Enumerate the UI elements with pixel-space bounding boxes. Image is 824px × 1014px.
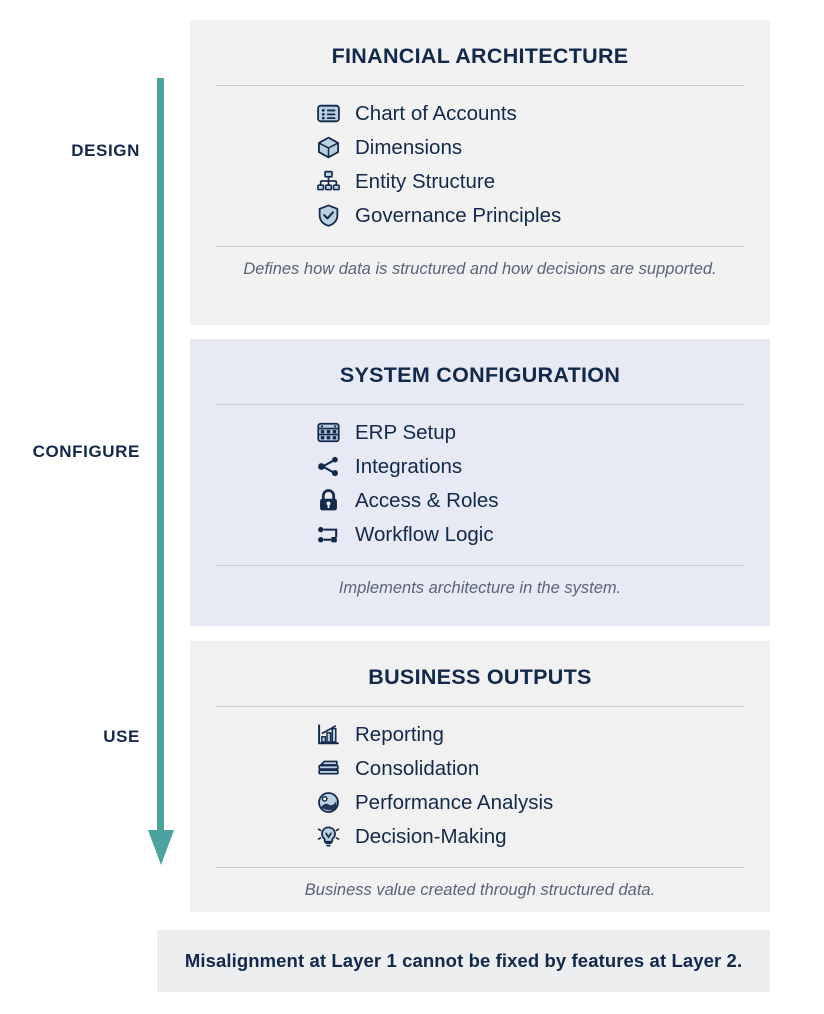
list-item-label: Access & Roles <box>355 488 499 512</box>
list-item[interactable]: Dimensions <box>315 134 645 161</box>
divider <box>216 565 744 566</box>
hierarchy-icon <box>315 168 342 195</box>
list-icon <box>315 100 342 127</box>
lock-icon <box>315 487 342 514</box>
list-item[interactable]: Workflow Logic <box>315 521 645 548</box>
divider <box>216 85 744 86</box>
list-item[interactable]: Access & Roles <box>315 487 645 514</box>
card-caption: Implements architecture in the system. <box>338 579 622 597</box>
list-item-label: Performance Analysis <box>355 790 554 814</box>
list-item-label: Decision-Making <box>355 824 507 848</box>
list-item-label: Consolidation <box>355 756 480 780</box>
list-item[interactable]: Performance Analysis <box>315 789 645 816</box>
share-nodes-icon <box>315 453 342 480</box>
card-title: BUSINESS OUTPUTS <box>368 665 592 689</box>
stage-label-configure: CONFIGURE <box>32 442 140 461</box>
divider <box>216 867 744 868</box>
list-item[interactable]: Decision-Making <box>315 823 645 850</box>
stage-label-design: DESIGN <box>71 141 140 160</box>
card-caption: Business value created through structure… <box>304 881 656 899</box>
list-item-label: Chart of Accounts <box>355 101 517 125</box>
list-item-label: Integrations <box>355 454 463 478</box>
list-item-label: Governance Principles <box>355 203 562 227</box>
lightbulb-icon <box>315 823 342 850</box>
list-item[interactable]: Chart of Accounts <box>315 100 645 127</box>
cube-icon <box>315 134 342 161</box>
footer-banner: Misalignment at Layer 1 cannot be fixed … <box>157 930 770 992</box>
gauge-icon <box>315 789 342 816</box>
divider <box>216 404 744 405</box>
item-list: Reporting Consolidation Performance <box>216 707 744 857</box>
card-caption: Defines how data is structured and how d… <box>243 260 717 278</box>
stage-label-use: USE <box>103 727 140 746</box>
item-list: ERP Setup Integrations <box>216 405 744 555</box>
layer-card-business-outputs: BUSINESS OUTPUTS Reporting <box>190 641 770 912</box>
layer-card-financial-architecture: FINANCIAL ARCHITECTURE Chart of Accounts <box>190 20 770 325</box>
server-icon <box>315 419 342 446</box>
layer-card-system-configuration: SYSTEM CONFIGURATION ERP Setu <box>190 339 770 626</box>
footer-banner-text: Misalignment at Layer 1 cannot be fixed … <box>184 950 743 971</box>
shield-check-icon <box>315 202 342 229</box>
layers-icon <box>315 755 342 782</box>
list-item-label: Dimensions <box>355 135 463 159</box>
down-arrow-icon <box>148 78 174 865</box>
card-title: FINANCIAL ARCHITECTURE <box>331 44 629 68</box>
list-item-label: Reporting <box>355 722 444 746</box>
workflow-icon <box>315 521 342 548</box>
list-item[interactable]: Governance Principles <box>315 202 645 229</box>
list-item-label: Workflow Logic <box>355 522 494 546</box>
list-item-label: ERP Setup <box>355 420 457 444</box>
stage-rail: DESIGN CONFIGURE USE <box>0 0 185 1014</box>
bar-chart-icon <box>315 721 342 748</box>
list-item[interactable]: Reporting <box>315 721 645 748</box>
item-list: Chart of Accounts Dimensions <box>216 86 744 236</box>
list-item[interactable]: Consolidation <box>315 755 645 782</box>
list-item-label: Entity Structure <box>355 169 496 193</box>
card-title: SYSTEM CONFIGURATION <box>339 363 621 387</box>
list-item[interactable]: Integrations <box>315 453 645 480</box>
divider <box>216 706 744 707</box>
divider <box>216 246 744 247</box>
list-item[interactable]: Entity Structure <box>315 168 645 195</box>
list-item[interactable]: ERP Setup <box>315 419 645 446</box>
